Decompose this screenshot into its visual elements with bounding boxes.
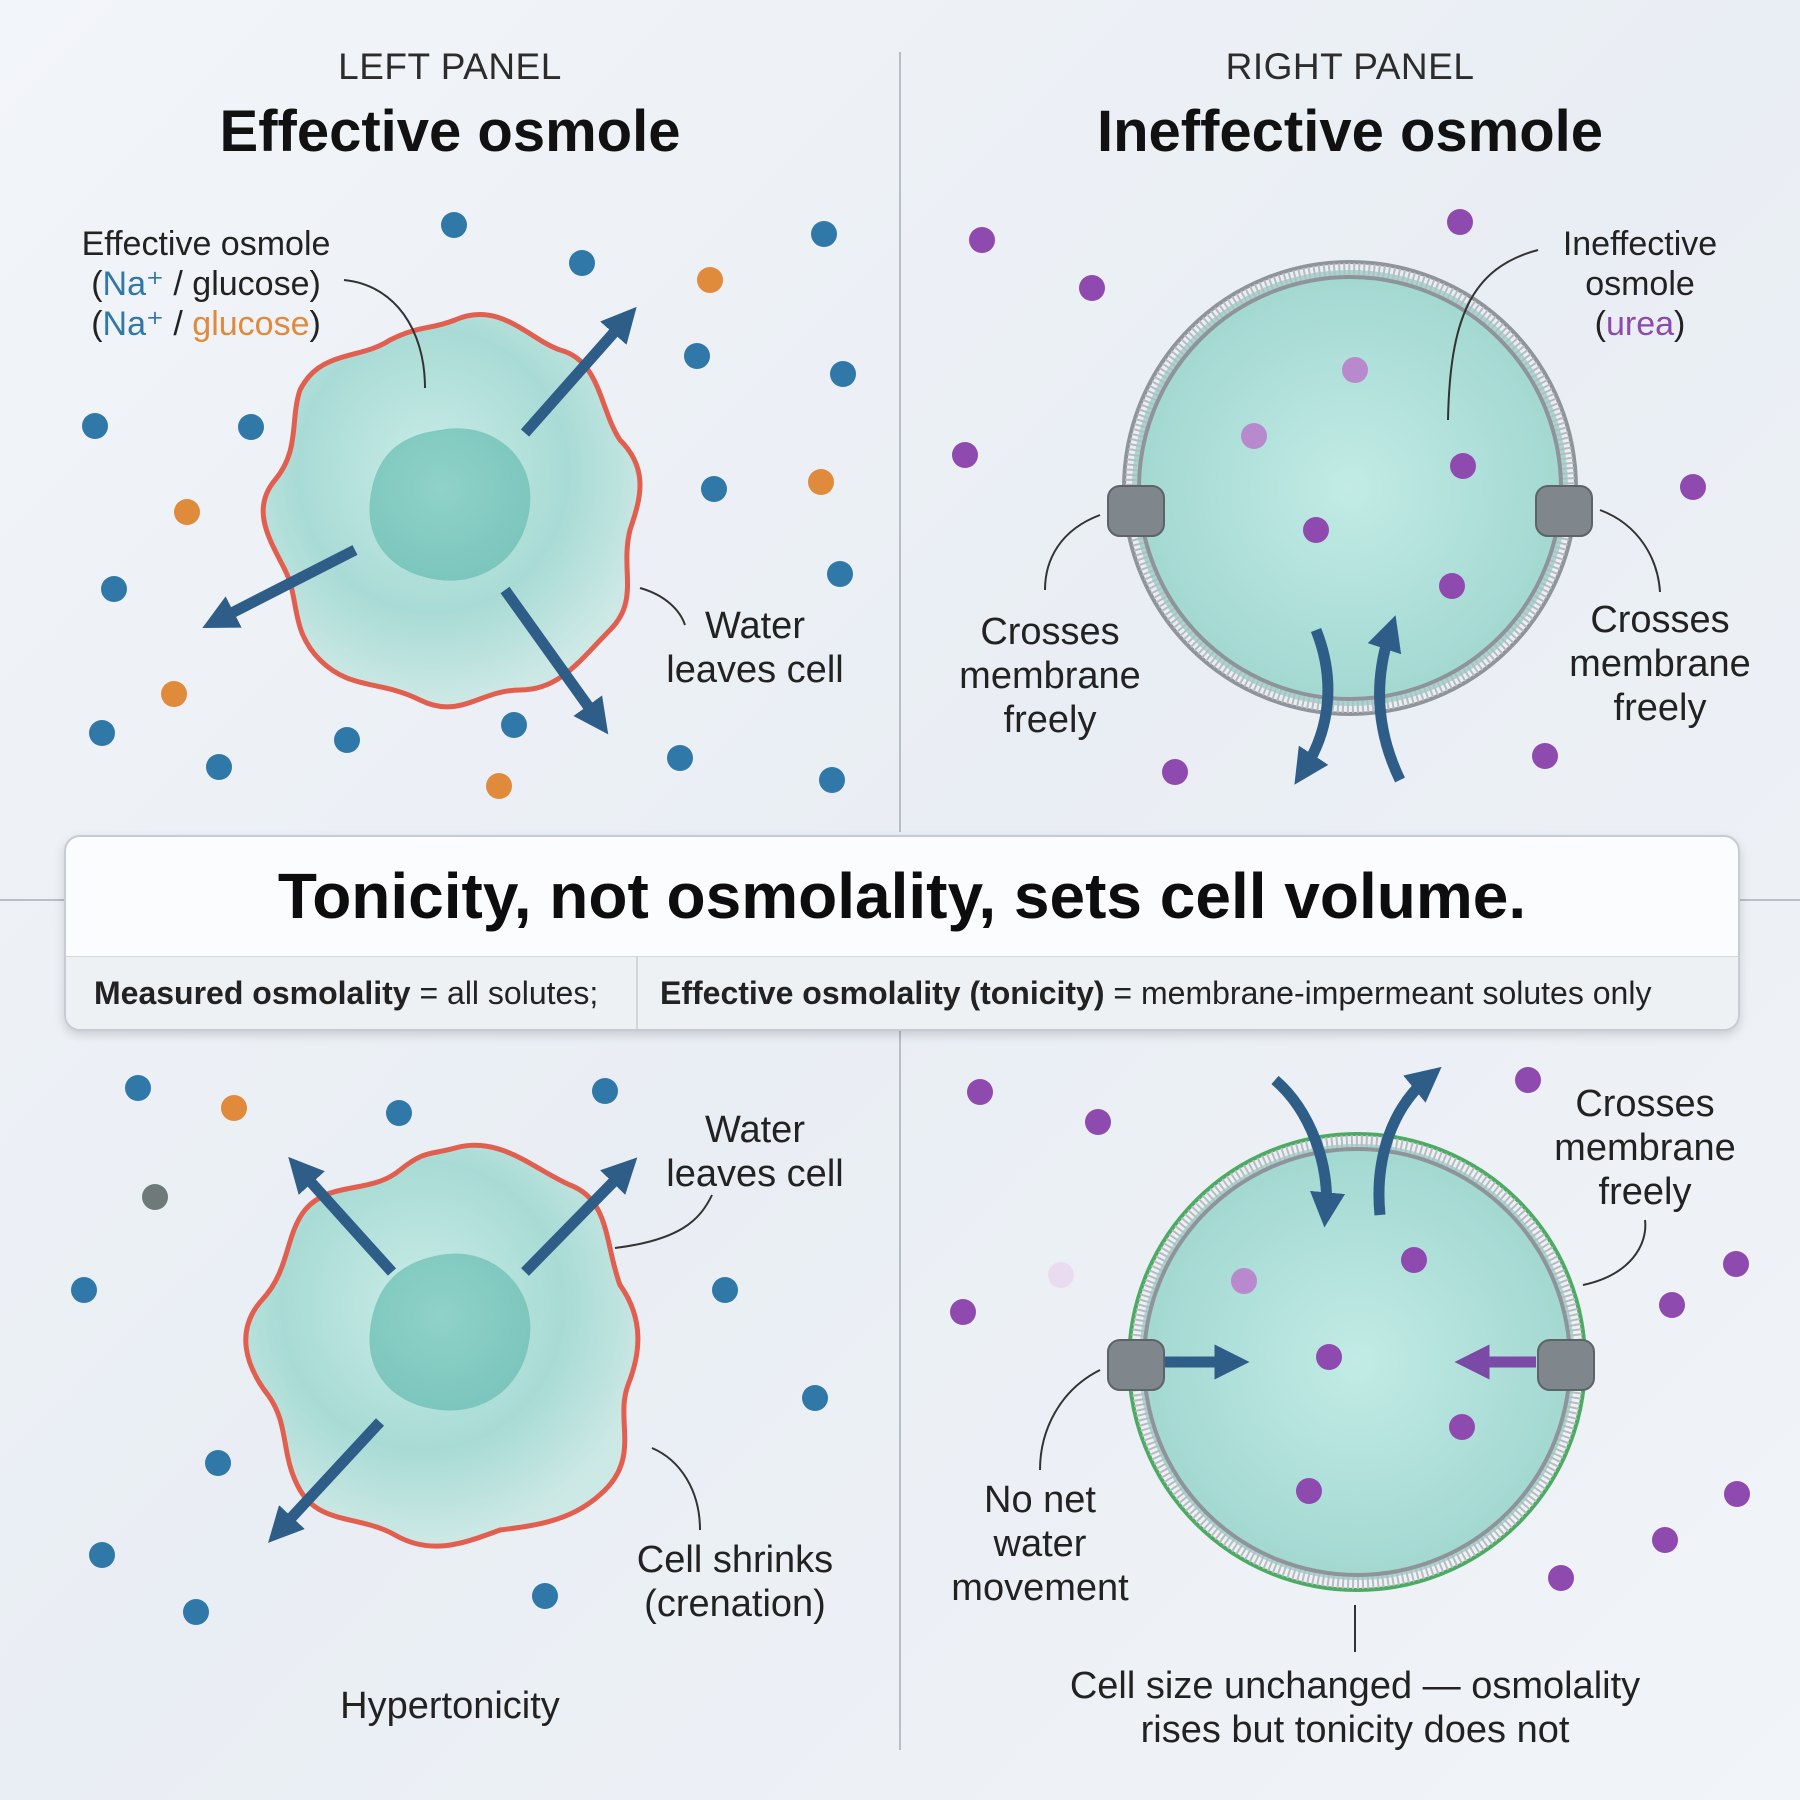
ineffective-osmole-label: Ineffective osmole (urea) — [1540, 224, 1740, 344]
effective-osmole-label: Effective osmole (Na⁺ / glucose) (Na⁺ / … — [46, 224, 366, 344]
water-arrow-up-right — [520, 306, 637, 437]
glucose-particles-top-left — [161, 267, 834, 799]
flux-arrow-up — [1367, 615, 1405, 783]
water-leaves-label-bottom: Water leaves cell — [666, 1109, 844, 1195]
flux-arrow-down — [1294, 627, 1334, 785]
channel-left — [1107, 485, 1165, 537]
sodium-text: Na⁺ — [102, 305, 164, 343]
effective-osmolality-definition: Effective osmolality (tonicity) = membra… — [660, 974, 1652, 1011]
water-arrow-left — [202, 545, 358, 629]
round-cell-bottom-right — [1107, 1132, 1595, 1592]
leader-line-water — [614, 1194, 713, 1249]
left-panel-title: Effective osmole — [219, 99, 681, 164]
grey-particle — [142, 1184, 168, 1210]
sodium-text: Na⁺ — [102, 265, 164, 303]
sodium-particles-bottom-left — [71, 1075, 828, 1625]
banner-title: Tonicity, not osmolality, sets cell volu… — [277, 860, 1527, 932]
crosses-membrane-right-label: Crosses membrane freely — [1569, 599, 1751, 729]
right-panel-kicker: RIGHT PANEL — [1225, 46, 1475, 87]
crosses-membrane-label-bottom: Crosses membrane freely — [1554, 1083, 1736, 1213]
osmole-label-line: Effective osmole — [81, 225, 331, 263]
strip-separator — [636, 957, 638, 1029]
cell-interior — [1139, 1144, 1575, 1580]
no-net-water-label: No net water movement — [951, 1479, 1129, 1609]
urea-particles-bottom-right — [950, 1067, 1750, 1591]
leader-line-osmole — [343, 279, 426, 389]
flux-arrow-out — [1373, 1066, 1442, 1216]
urea-line: (urea) — [1594, 305, 1686, 343]
shrunken-cell-bottom-left — [243, 1142, 641, 1549]
measured-osmolality-definition: Measured osmolality = all solutes; — [94, 974, 599, 1011]
leader-line-cross — [1582, 1219, 1647, 1286]
leader-line-shrink — [651, 1447, 701, 1531]
cell-shrinks-label: Cell shrinks (crenation) — [636, 1539, 834, 1625]
urea-particles-top-right — [952, 209, 1706, 785]
leader-line-cross-left — [1044, 514, 1101, 591]
left-panel-kicker: LEFT PANEL — [338, 46, 562, 87]
leader-line-cross-right — [1599, 509, 1661, 593]
glucose-text: glucose — [192, 265, 310, 303]
water-arrow-down-right — [500, 586, 609, 735]
water-arrow-down-left — [268, 1418, 385, 1543]
cell-nucleus — [369, 1253, 531, 1411]
leader-line-water — [639, 587, 686, 626]
channel-left — [1107, 1339, 1165, 1391]
water-leaves-label-top: Water leaves cell — [666, 605, 844, 691]
cell-nucleus — [369, 428, 531, 581]
osmole-example-line-2: (Na⁺ / glucose) — [91, 305, 321, 343]
flux-arrow-in — [1271, 1075, 1346, 1228]
leader-line-no-net — [1039, 1369, 1101, 1471]
channel-right — [1535, 485, 1593, 537]
urea-text: urea — [1605, 305, 1675, 343]
summary-banner: Tonicity, not osmolality, sets cell volu… — [64, 835, 1740, 1031]
water-arrow-up-right — [521, 1157, 638, 1276]
glucose-particle — [221, 1095, 247, 1121]
round-cell-top-right — [1107, 260, 1593, 716]
water-arrow-up-left — [288, 1156, 397, 1276]
definition-strip: Measured osmolality = all solutes; Effec… — [66, 956, 1738, 1029]
right-panel-title: Ineffective osmole — [1096, 99, 1604, 164]
cell-size-unchanged-caption: Cell size unchanged — osmolality rises b… — [1069, 1665, 1641, 1751]
glucose-text-colored: glucose — [192, 305, 310, 343]
leader-line-urea — [1447, 249, 1539, 421]
sodium-particles-top-left — [82, 212, 856, 793]
channel-right — [1537, 1339, 1595, 1391]
osmole-example-line-1: (Na⁺ / glucose) — [91, 265, 321, 303]
crosses-membrane-left-label: Crosses membrane freely — [959, 611, 1141, 741]
hypertonicity-caption: Hypertonicity — [340, 1685, 560, 1727]
cell-interior — [1132, 270, 1568, 706]
